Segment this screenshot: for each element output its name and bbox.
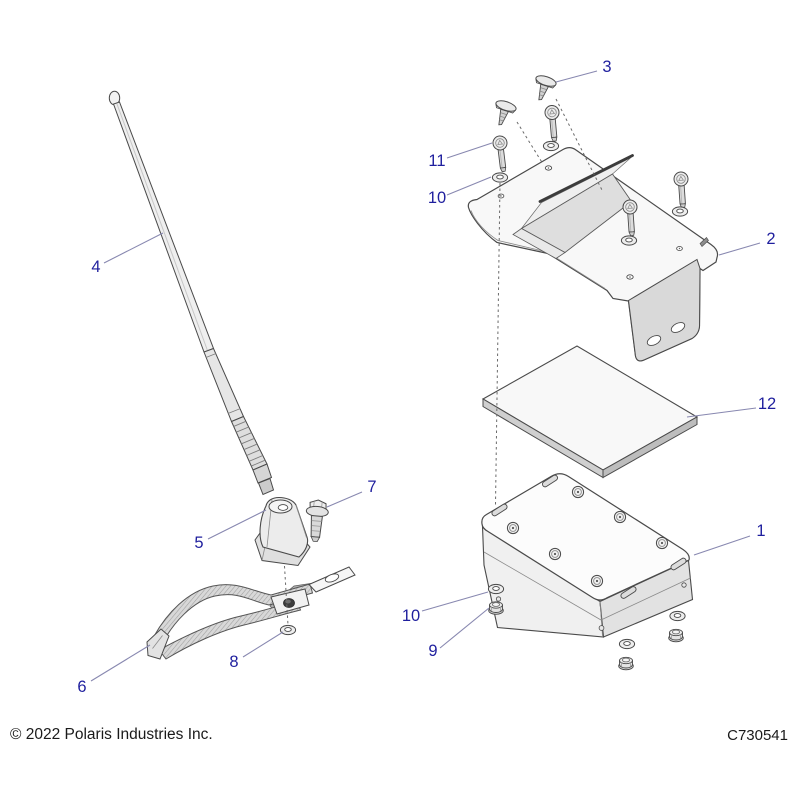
callout-7-leader — [326, 491, 363, 508]
module-screw — [590, 574, 604, 588]
module-screw — [613, 510, 627, 524]
callout-3-leader — [555, 70, 598, 83]
nut — [488, 601, 504, 615]
ground-strap — [146, 566, 356, 660]
mounting-bracket — [467, 147, 719, 362]
callout-8-leader — [242, 631, 284, 658]
strap-end-fold — [146, 628, 170, 660]
push-rivet — [529, 73, 558, 104]
antenna-lower-tube — [203, 347, 245, 423]
alignment-lines — [284, 98, 604, 626]
screw — [673, 171, 691, 209]
strap-lower-band — [158, 600, 302, 660]
drawing-code: C730541 — [727, 727, 788, 744]
callout-3: 3 — [602, 58, 611, 76]
callout-4: 4 — [91, 258, 100, 276]
module-top-plate — [481, 473, 690, 601]
callout-4-leader — [103, 232, 164, 264]
callout-2: 2 — [766, 230, 775, 248]
bracket-hole — [626, 274, 634, 280]
callout-6-leader — [90, 644, 151, 682]
washer — [618, 638, 636, 650]
callout-2-leader — [718, 242, 761, 256]
bracket-hole — [676, 246, 683, 251]
screw — [543, 104, 562, 143]
callout-10-leader — [446, 176, 492, 196]
screw — [491, 134, 511, 173]
module-screw — [571, 485, 585, 499]
module-screw — [655, 536, 669, 550]
washer — [491, 172, 509, 183]
bracket-front-flange — [627, 258, 701, 362]
flange-hole — [670, 322, 686, 333]
antenna-base-socket-hole — [277, 504, 289, 511]
bracket-hole — [544, 165, 553, 171]
module-screw — [548, 547, 562, 561]
washer — [542, 140, 560, 152]
callout-9: 9 — [428, 642, 437, 660]
nut — [668, 628, 684, 643]
washer — [487, 583, 505, 595]
callout-5-leader — [207, 509, 267, 540]
push-rivet — [489, 98, 518, 129]
strap-flat-washer — [279, 624, 297, 636]
copyright-text: © 2022 Polaris Industries Inc. — [10, 726, 213, 743]
foam-pad — [481, 345, 699, 479]
callout-10-leader — [421, 591, 489, 612]
bracket-tab — [699, 237, 709, 247]
callout-11-leader — [446, 142, 493, 159]
washer — [671, 206, 689, 217]
callout-11: 11 — [428, 152, 445, 170]
callout-1: 1 — [756, 522, 765, 540]
flap-edge — [538, 154, 634, 203]
callout-10: 10 — [402, 607, 420, 625]
control-module — [481, 473, 694, 638]
callout-6: 6 — [77, 678, 86, 696]
washer — [669, 610, 686, 622]
callout-7: 7 — [367, 478, 376, 496]
callout-9-leader — [439, 607, 490, 649]
washer — [620, 235, 638, 246]
callout-12: 12 — [758, 395, 776, 413]
bracket-hole — [497, 193, 505, 199]
callout-10: 10 — [428, 189, 446, 207]
callout-1-leader — [693, 535, 751, 556]
antenna-connector-pin — [257, 477, 275, 496]
module-screw — [506, 521, 520, 535]
nut — [618, 656, 634, 671]
callout-8: 8 — [229, 653, 238, 671]
push-rivets — [489, 73, 558, 129]
callout-5: 5 — [194, 534, 203, 552]
flange-bolt — [305, 499, 329, 543]
flange-hole — [646, 335, 662, 346]
callout-12-leader — [686, 407, 757, 418]
antenna-whip — [108, 90, 275, 496]
antenna-base-mount — [254, 496, 311, 567]
